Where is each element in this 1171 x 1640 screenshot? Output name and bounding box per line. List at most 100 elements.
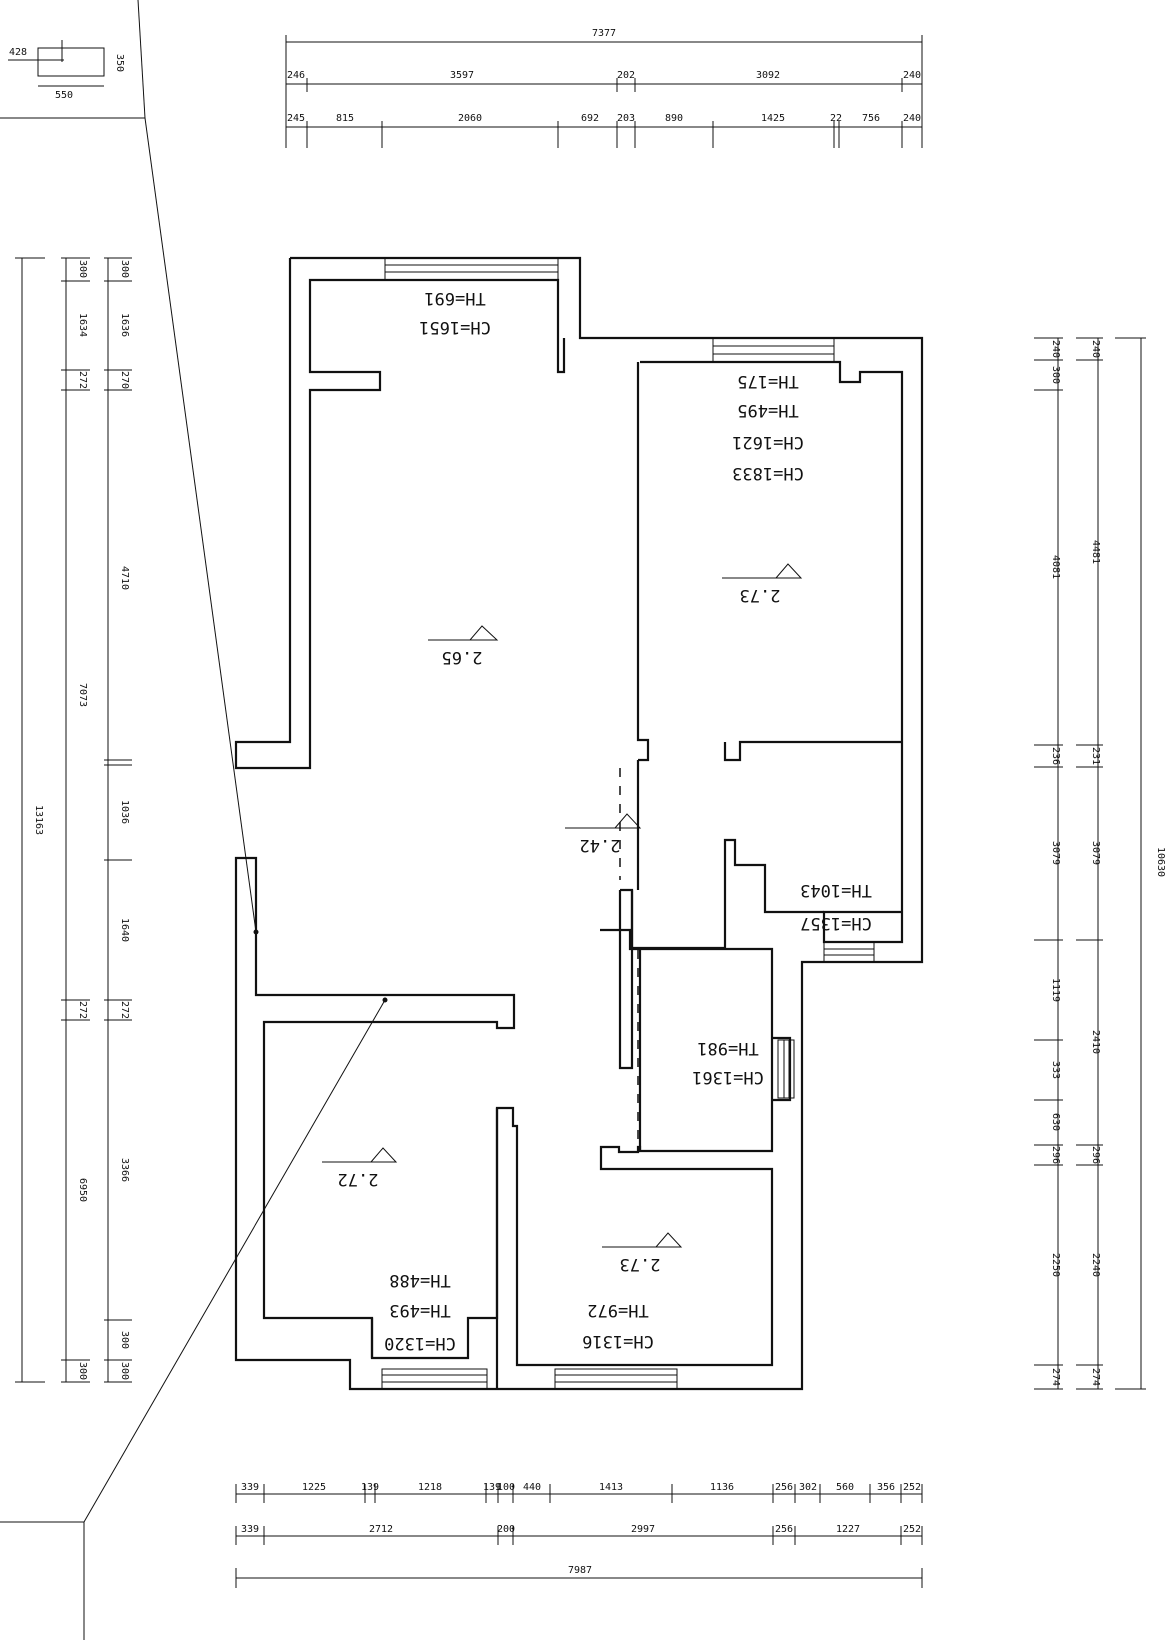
- dim-right-in-3: 231: [1090, 747, 1101, 765]
- dim-right-mid-11: 274: [1050, 1368, 1061, 1386]
- wall-segment: [772, 1036, 792, 1102]
- dim-right-in-7: 2240: [1090, 1253, 1101, 1277]
- level-triangle: [565, 813, 642, 829]
- wall-segment: [640, 360, 904, 944]
- dim-left-in-7: 272: [119, 1001, 130, 1019]
- dim-bot-r1-11: 302: [799, 1482, 817, 1493]
- window-bed1-top: [712, 337, 835, 363]
- dim-bot-r1-1: 339: [241, 1482, 259, 1493]
- dim-right-mid-4: 236: [1050, 747, 1061, 765]
- dim-bot-r1-2: 1225: [302, 1482, 326, 1493]
- dim-top-r3-6: 890: [665, 113, 683, 124]
- dim-top-r2-2: 3597: [450, 70, 474, 81]
- window-frame: [777, 1039, 795, 1099]
- dim-left-in-3: 270: [119, 371, 130, 389]
- dim-right-mid-7: 333: [1050, 1061, 1061, 1079]
- dim-left-mid-3: 272: [77, 371, 88, 389]
- dim-left-in-1: 300: [119, 260, 130, 278]
- bottom-dimension-chains: 339 1225 139 1218 139 100 440 1413 1136 …: [235, 1482, 923, 1588]
- dim-left-outer: 13163: [33, 805, 44, 835]
- dim-left-in-10: 300: [119, 1362, 130, 1380]
- inset-dim-1: 428: [9, 47, 27, 58]
- dim-right-mid-9: 296: [1050, 1146, 1061, 1164]
- level-triangle: [428, 625, 499, 641]
- dim-right-mid-3: 4081: [1050, 555, 1061, 579]
- dim-top-r3-4: 692: [581, 113, 599, 124]
- dim-left-mid-5: 272: [77, 1001, 88, 1019]
- window-living-top: [384, 257, 559, 281]
- dim-bot-r1-5: 139: [483, 1482, 501, 1493]
- level-marker-living: 2.65: [428, 625, 499, 667]
- dim-top-r3-5: 203: [617, 113, 635, 124]
- window-kitchen: [823, 941, 875, 963]
- dim-bot-r2-2: 2712: [369, 1524, 393, 1535]
- corridor-level-label: 2.42: [580, 835, 621, 855]
- dim-bot-r1-9: 1136: [710, 1482, 734, 1493]
- dim-top-r2-5: 240: [903, 70, 921, 81]
- dim-left-in-2: 1636: [119, 313, 130, 337]
- level-marker-corridor: 2.42: [565, 813, 642, 855]
- dim-top-r3-9: 756: [862, 113, 880, 124]
- window-bed2-bottom: [381, 1368, 488, 1390]
- dim-right-mid-10: 2250: [1050, 1253, 1061, 1277]
- dim-left-mid-4: 7073: [77, 683, 88, 707]
- dim-top-r2-4: 3092: [756, 70, 780, 81]
- dim-bot-r1-10: 256: [775, 1482, 793, 1493]
- dim-right-in-6: 296: [1090, 1146, 1101, 1164]
- dim-right-in-5: 2410: [1090, 1030, 1101, 1054]
- level-marker-bed3: 2.73: [602, 1232, 683, 1274]
- level-marker-bed1: 2.73: [722, 563, 803, 605]
- kitchen-th-label: TH=1043: [800, 880, 872, 900]
- leader-dot: [382, 997, 388, 1003]
- bed3-th-label: TH=972: [587, 1300, 648, 1320]
- level-triangle: [722, 563, 803, 579]
- bath-th-label: TH=981: [697, 1038, 758, 1058]
- dim-top-r3-1: 245: [287, 113, 305, 124]
- bed1-th-label: TH=495: [737, 400, 798, 420]
- dim-left-in-9: 300: [119, 1331, 130, 1349]
- dim-top-r3-3: 2060: [458, 113, 482, 124]
- dim-bot-r1-13: 356: [877, 1482, 895, 1493]
- dim-bot-r2-5: 256: [775, 1524, 793, 1535]
- dim-left-in-6: 1640: [119, 918, 130, 942]
- living-ch-label: CH=1651: [419, 317, 491, 337]
- dim-right-mid-2: 300: [1050, 366, 1061, 384]
- top-dimension-chains: 7377 246 3597 202 3092 240 245 815 2060 …: [285, 28, 923, 148]
- dim-top-r3-7: 1425: [761, 113, 785, 124]
- wall-segment: [723, 740, 902, 762]
- bed2-ch-label: CH=1320: [384, 1333, 456, 1353]
- dim-right-outer: 10630: [1155, 847, 1166, 877]
- window-frame: [384, 257, 559, 281]
- dim-left-mid-1: 300: [77, 260, 88, 278]
- wall-outline: [234, 256, 924, 1391]
- leader-lines: [0, 117, 388, 1640]
- dim-bot-r1-6: 100: [497, 1482, 515, 1493]
- bed1-ch2-label: CH=1833: [732, 463, 804, 483]
- dim-bot-overall: 7987: [568, 1565, 592, 1576]
- dim-top-overall: 7377: [592, 28, 616, 39]
- wall-segment: [630, 838, 824, 950]
- dim-bot-r1-3: 139: [361, 1482, 379, 1493]
- dim-bot-r1-7: 440: [523, 1482, 541, 1493]
- bed1-level-label: 2.73: [740, 585, 781, 605]
- dim-left-in-5: 1036: [119, 800, 130, 824]
- inset-border: [0, 1521, 85, 1640]
- wall-segment: [618, 888, 634, 1070]
- bed2-level-label: 2.72: [338, 1169, 379, 1189]
- wall-segment: [636, 362, 650, 762]
- window-bath: [777, 1039, 795, 1099]
- dim-left-in-8: 3366: [119, 1158, 130, 1182]
- dim-bot-r2-3: 200: [497, 1524, 515, 1535]
- window-frame: [554, 1368, 678, 1390]
- dim-bot-r2-4: 2997: [631, 1524, 655, 1535]
- left-dimension-chains: 13163 300 1634 272 7073 272 6950 300 300…: [15, 257, 132, 1383]
- dim-bot-r2-1: 339: [241, 1524, 259, 1535]
- bed3-ch-label: CH=1316: [582, 1331, 654, 1351]
- dim-top-r2-3: 202: [617, 70, 635, 81]
- inset-dim-2: 350: [114, 54, 125, 72]
- inset-border: [137, 0, 146, 119]
- bed3-level-label: 2.73: [620, 1254, 661, 1274]
- right-dimension-chains: 10630 240 300 4081 236 3079 1119 333 630…: [1034, 337, 1166, 1390]
